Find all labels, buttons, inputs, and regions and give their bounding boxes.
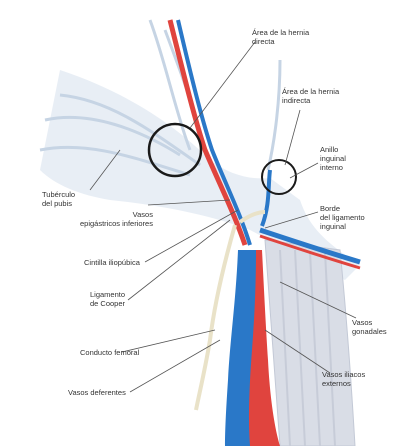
label-vasos-iliacos: Vasos iliacos externos <box>322 370 365 388</box>
label-cintilla: Cintilla iliopúbica <box>84 258 140 267</box>
label-anillo: Anillo inguinal interno <box>320 145 346 172</box>
label-tuberculo: Tubérculo del pubis <box>42 190 75 208</box>
label-conducto-femoral: Conducto femoral <box>80 348 139 357</box>
label-vasos-epigastricos: Vasos epigástricos inferiores <box>80 210 153 228</box>
label-vasos-deferentes: Vasos deferentes <box>68 388 126 397</box>
label-cooper: Ligamento de Cooper <box>90 290 125 308</box>
label-borde: Borde del ligamento inguinal <box>320 204 365 231</box>
label-area-indirecta: Área de la hernia indirecta <box>282 87 339 105</box>
label-area-directa: Área de la hernia directa <box>252 28 309 46</box>
label-vasos-gonadales: Vasos gonadales <box>352 318 387 336</box>
